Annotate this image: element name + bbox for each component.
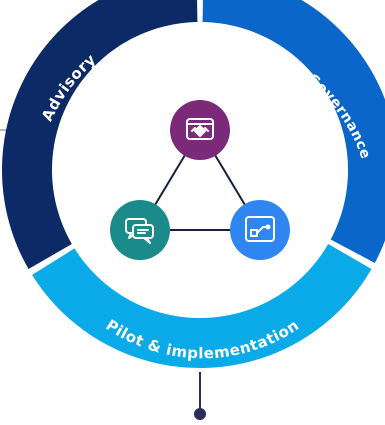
workflow-icon — [245, 216, 275, 242]
top-node[interactable] — [170, 100, 230, 160]
node-triangle — [138, 128, 262, 231]
chat-bubbles-icon — [125, 218, 154, 244]
governance-segment[interactable] — [202, 0, 385, 263]
pilot-segment[interactable] — [32, 244, 372, 368]
left-node[interactable] — [110, 200, 170, 260]
bottom-connector-dot — [194, 408, 206, 420]
right-node[interactable] — [230, 200, 290, 260]
advisory-segment[interactable] — [2, 0, 198, 269]
app-window-icon — [186, 118, 214, 140]
